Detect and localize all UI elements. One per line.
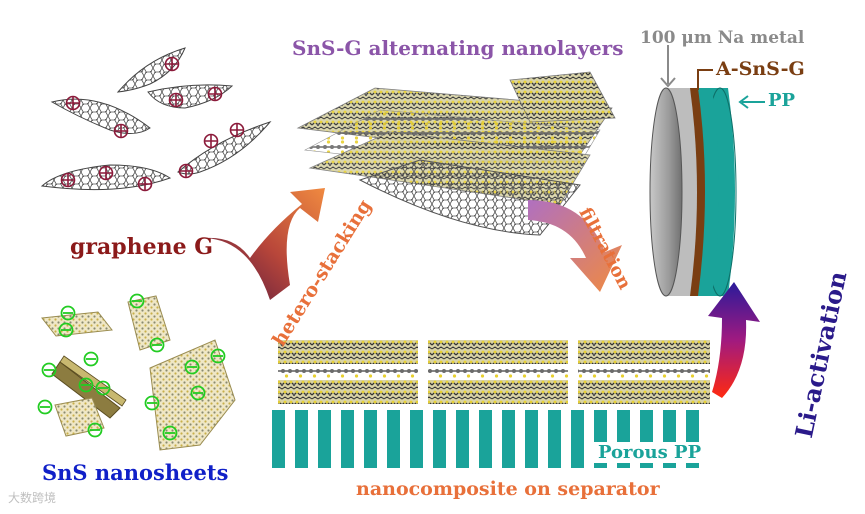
plus-circle-icon: [65, 95, 81, 111]
minus-circle-icon: [87, 422, 103, 438]
nanocomposite-layers: [278, 340, 710, 404]
minus-circle-icon: [78, 377, 94, 393]
alternating-nanolayers: [296, 71, 616, 236]
asnsg-label: A-SnS-G: [716, 58, 805, 80]
pp-pore-wall: [410, 410, 423, 468]
pp-pointer-head: [738, 95, 749, 109]
minus-charges: [37, 293, 226, 441]
minus-circle-icon: [83, 351, 99, 367]
minus-circle-icon: [60, 305, 76, 321]
na-metal-disk: [649, 87, 697, 297]
watermark: 大数跨境: [8, 491, 57, 505]
filtration-arrow: [528, 200, 622, 292]
plus-charges: [60, 56, 245, 192]
plus-circle-icon: [207, 86, 223, 102]
nanocomposite-label: nanocomposite on separator: [356, 478, 660, 500]
minus-circle-icon: [37, 399, 53, 415]
pp-pore-wall: [295, 410, 308, 468]
pp-pore-wall: [341, 410, 354, 468]
pp-pore-wall: [479, 410, 492, 468]
graphene-label: graphene G: [70, 234, 214, 260]
battery-stack: [649, 87, 737, 297]
pp-pore-wall: [456, 410, 469, 468]
pp-pore-wall: [318, 410, 331, 468]
minus-circle-icon: [41, 362, 57, 378]
minus-circle-icon: [184, 359, 200, 375]
pp-pore-wall: [387, 410, 400, 468]
plus-circle-icon: [60, 172, 76, 188]
plus-circle-icon: [178, 163, 194, 179]
minus-circle-icon: [190, 385, 206, 401]
pp-pore-wall: [433, 410, 446, 468]
plus-circle-icon: [137, 176, 153, 192]
sns-label: SnS nanosheets: [42, 460, 229, 485]
label-pointers: [660, 45, 765, 109]
minus-circle-icon: [129, 293, 145, 309]
na-metal-label: 100 μm Na metal: [640, 28, 805, 48]
graphene-sheets: [40, 47, 272, 191]
pp-pore-wall: [272, 410, 285, 468]
minus-circle-icon: [95, 380, 111, 396]
porous-pp-separator: [272, 410, 699, 468]
plus-circle-icon: [168, 92, 184, 108]
plus-circle-icon: [164, 56, 180, 72]
hetero-stacking-arrow: [205, 188, 325, 300]
pp-pore-wall: [525, 410, 538, 468]
diagram-title: SnS-G alternating nanolayers: [292, 36, 624, 60]
minus-circle-icon: [144, 395, 160, 411]
pp-pore-wall: [364, 410, 377, 468]
minus-circle-icon: [149, 337, 165, 353]
li-activation-arrow: [708, 282, 760, 398]
minus-circle-icon: [58, 322, 74, 338]
pp-pore-wall: [571, 410, 584, 468]
plus-circle-icon: [203, 133, 219, 149]
pp-pore-wall: [548, 410, 561, 468]
pp-pore-wall: [502, 410, 515, 468]
minus-circle-icon: [210, 348, 226, 364]
na-pointer-head: [660, 77, 676, 88]
plus-circle-icon: [98, 165, 114, 181]
asnsg-pointer: [697, 69, 713, 90]
minus-circle-icon: [162, 425, 178, 441]
pp-label: PP: [768, 90, 796, 111]
porous-pp-label: Porous PP: [592, 442, 708, 463]
plus-circle-icon: [113, 123, 129, 139]
plus-circle-icon: [229, 122, 245, 138]
